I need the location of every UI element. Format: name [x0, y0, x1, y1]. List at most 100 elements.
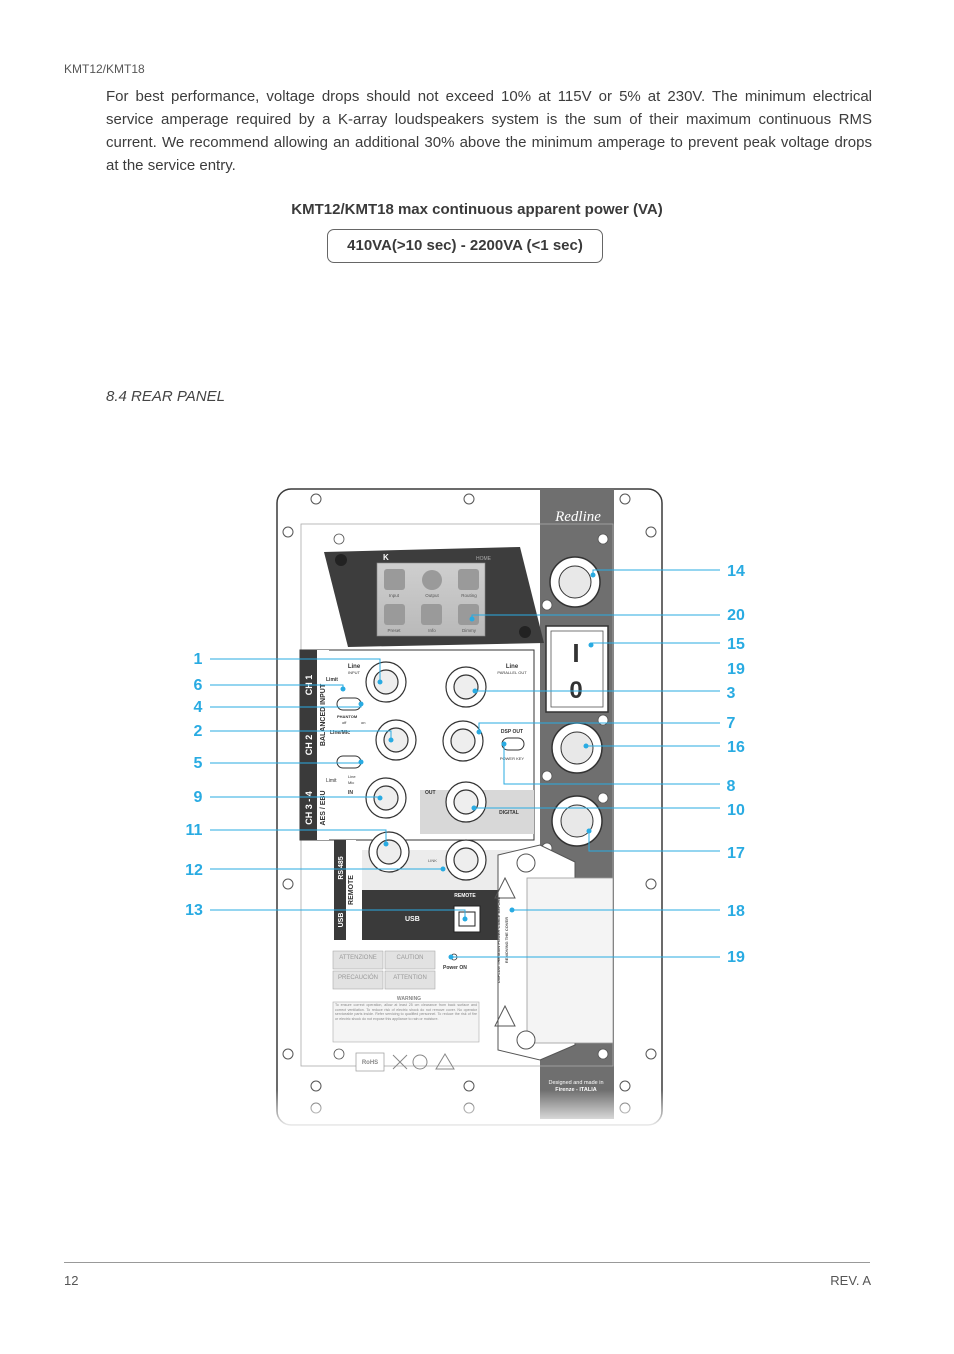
callout-12: 12 [185, 862, 203, 879]
digital-label: DIGITAL [499, 810, 519, 816]
display-icon-preset: Preset [387, 628, 401, 633]
callout-4: 4 [194, 699, 203, 716]
power-onoff-label: ON / OFF [622, 659, 642, 664]
parallel-line-label: Line [506, 664, 519, 670]
rs485-label: RS 485 [338, 856, 345, 879]
callout-17: 17 [727, 845, 745, 862]
callout-15: 15 [727, 636, 745, 653]
brand-logo: Redline [554, 509, 601, 525]
section-title: 8.4 REAR PANEL [106, 388, 225, 405]
display-icon-routing: Routing [461, 593, 477, 598]
limit-label: Limit [326, 677, 338, 683]
aes-ebu-label: AES / EBU [320, 790, 327, 825]
callout-6: 6 [194, 677, 203, 694]
callout-numbers-right: 14 20 15 19 3 7 16 8 10 17 18 19 [727, 563, 745, 966]
speaker-out-label: SPEAKER [623, 577, 648, 583]
ch2-label: CH 2 [304, 735, 314, 756]
display-icon-dimmy: Dimmy [462, 628, 477, 633]
callout-19a: 19 [727, 661, 745, 678]
display-k-logo: K [383, 553, 389, 562]
power-value-box: 410VA(>10 sec) - 2200VA (<1 sec) [327, 229, 603, 263]
power-table-title: KMT12/KMT18 max continuous apparent powe… [291, 201, 663, 218]
rohs-label: RoHS [362, 1060, 378, 1066]
callout-leader-lines [210, 569, 720, 958]
ac-input-label-2: INPUT [620, 753, 634, 758]
usb-label: USB [405, 916, 420, 923]
phantom-on-label: on [361, 720, 365, 725]
input-sub-label: INPUT [348, 670, 361, 675]
power-on-label: Power ON [443, 965, 467, 971]
remote-side-label: REMOTE [348, 875, 355, 905]
ac-input-connector [551, 722, 603, 774]
callout-9: 9 [194, 789, 203, 806]
removing-cover-label: REMOVING THE COVER [504, 917, 509, 963]
callout-dots [340, 572, 596, 960]
page-number: 12 [64, 1273, 79, 1288]
speaker-out-connector [549, 556, 601, 608]
limit2-label: Limit [326, 778, 337, 784]
callout-2: 2 [194, 723, 203, 740]
callout-14: 14 [727, 563, 745, 580]
callout-3: 3 [727, 685, 736, 702]
warning-text: To ensure correct operation, allow at le… [335, 1003, 477, 1021]
line-mic-label: Line/Mic [330, 730, 350, 736]
ch34-label: CH 3 - 4 [304, 791, 314, 825]
power-switch [545, 625, 609, 713]
usb-side-label: USB [338, 913, 345, 928]
power-switch-i: I [572, 638, 579, 668]
certification-marks [355, 1052, 455, 1072]
power-key-label: POWER KEY [500, 756, 525, 761]
unplug-warning-label: UNPLUG THE MAIN POWER CABLE BEFORE [496, 897, 501, 984]
callout-16: 16 [727, 739, 745, 756]
callout-11: 11 [186, 822, 203, 839]
line-label: Line [348, 774, 356, 779]
document-header: KMT12/KMT18 [64, 62, 145, 76]
phantom-off-label: off [342, 720, 347, 725]
display-icon-info: Info [428, 628, 436, 633]
phantom-label: PHANTOM [337, 714, 358, 719]
speaker-out-label-2: OUT [631, 583, 640, 588]
mic-label: Mic [348, 780, 354, 785]
callout-5: 5 [194, 755, 203, 772]
ac-range-label: 50 - 60Hz 100-240 V [618, 681, 651, 685]
callout-10: 10 [727, 802, 745, 819]
cover-plate [494, 844, 614, 1061]
link-label: LINK [428, 858, 437, 863]
warning-title: WARNING [397, 996, 421, 1002]
designed-in-label: Designed and made in [548, 1080, 603, 1086]
xlr-connectors [365, 661, 487, 881]
attention-label: ATTENTION [393, 975, 427, 981]
display-home-label: HOME [476, 556, 492, 562]
callout-18: 18 [727, 903, 745, 920]
display-module: K HOME Input Output Routing Preset Info … [324, 547, 544, 647]
callout-13: 13 [185, 902, 203, 919]
footer-divider [64, 1262, 870, 1263]
panel-bottom-fade [270, 1090, 670, 1130]
callout-numbers-left: 1 6 4 2 5 9 11 12 13 [185, 651, 203, 919]
ac-link-label: AC [621, 819, 631, 826]
aes-out-label: OUT [425, 790, 436, 796]
revision-label: REV. A [830, 1273, 871, 1288]
display-icon-output: Output [425, 593, 439, 598]
caution-label: CAUTION [397, 955, 424, 961]
ac-link-connector [551, 795, 603, 847]
ac-in-spec-label: AC - IN [618, 674, 631, 679]
display-icon-input: Input [389, 593, 400, 598]
power-label: POWER [617, 650, 647, 659]
aes-in-label: IN [348, 790, 353, 796]
dsp-out-label: DSP OUT [501, 729, 523, 735]
ac-input-label: AC [622, 745, 632, 752]
callout-19b: 19 [727, 949, 745, 966]
warning-labels-area [332, 950, 480, 1043]
remote-label: REMOTE [454, 893, 476, 899]
callout-1: 1 [194, 651, 203, 668]
callout-8: 8 [727, 778, 736, 795]
callout-7: 7 [727, 715, 736, 732]
ac-link-label-2: LINK [621, 826, 631, 831]
callout-20: 20 [727, 607, 745, 624]
intro-paragraph: For best performance, voltage drops shou… [106, 88, 872, 174]
parallel-out-label: PARALLEL OUT [497, 670, 527, 675]
line-input-label: Line [348, 664, 361, 670]
balanced-input-label: BALANCED INPUT [320, 683, 327, 746]
